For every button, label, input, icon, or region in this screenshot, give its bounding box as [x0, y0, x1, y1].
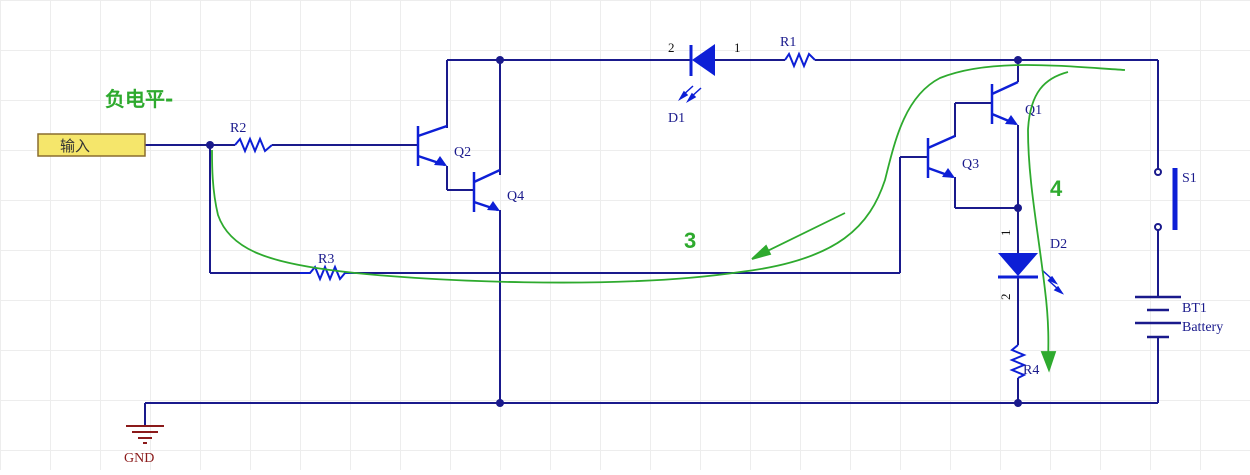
d1-pin2-label: 2	[668, 40, 675, 55]
ground-symbol[interactable]	[126, 425, 164, 444]
q1-label: Q1	[1025, 103, 1042, 118]
transistor-q2[interactable]	[416, 124, 448, 167]
resistor-r2[interactable]	[234, 136, 273, 154]
r4-label: R4	[1023, 363, 1039, 378]
q4-label: Q4	[507, 189, 524, 204]
q3-label: Q3	[962, 157, 979, 172]
input-port-label: 输入	[60, 137, 90, 155]
led-d2[interactable]	[998, 253, 1065, 295]
level-annotation: 负电平-	[105, 87, 173, 111]
current-path-4	[1027, 71, 1069, 373]
bt1-value: Battery	[1182, 320, 1223, 335]
d1-label: D1	[668, 111, 685, 126]
led-d1[interactable]	[677, 44, 715, 104]
switch-s1[interactable]	[1154, 168, 1178, 231]
q2-label: Q2	[454, 145, 471, 160]
resistor-r1[interactable]	[784, 51, 816, 69]
bt1-label: BT1	[1182, 301, 1207, 316]
junction-dots	[206, 56, 1022, 407]
transistor-q3[interactable]	[926, 134, 956, 179]
s1-label: S1	[1182, 171, 1197, 186]
transistor-q1[interactable]	[990, 80, 1019, 126]
transistor-q4[interactable]	[472, 168, 501, 212]
path-4-number: 4	[1050, 176, 1063, 201]
r3-label: R3	[318, 252, 334, 267]
d1-pin1-label: 1	[734, 40, 741, 55]
input-port[interactable]: 输入	[37, 133, 146, 157]
d2-pin2-label: 2	[998, 294, 1013, 301]
resistor-r3[interactable]	[300, 264, 355, 282]
wires	[144, 59, 1159, 425]
r1-label: R1	[780, 35, 796, 50]
d2-pin1-label: 1	[998, 230, 1013, 237]
d2-label: D2	[1050, 237, 1067, 252]
gnd-label: GND	[124, 451, 154, 466]
r2-label: R2	[230, 121, 246, 136]
current-path-3	[211, 64, 1126, 284]
path-3-number: 3	[684, 228, 696, 253]
resistor-r4[interactable]	[1009, 344, 1027, 379]
battery-bt1[interactable]	[1135, 295, 1181, 339]
